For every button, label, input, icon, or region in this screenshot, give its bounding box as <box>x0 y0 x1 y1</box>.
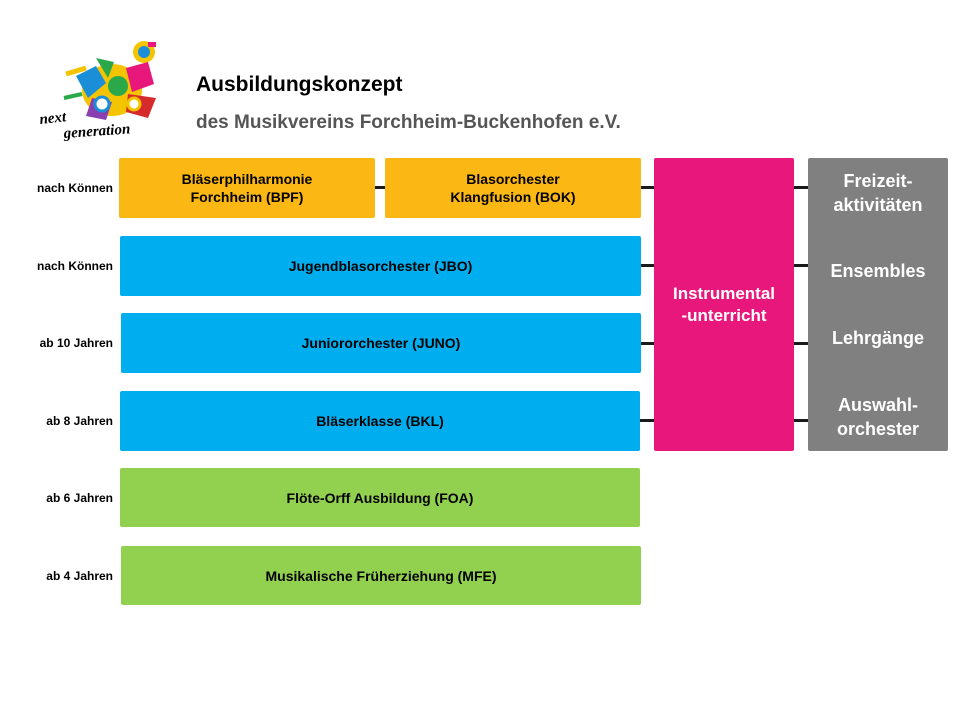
age-label: ab 8 Jahren <box>46 414 113 428</box>
activity-auswahlorchester: Auswahl- orchester <box>808 393 948 441</box>
activity-line: aktivitäten <box>833 195 923 215</box>
box-bok-line2: Klangfusion (BOK) <box>450 189 576 205</box>
connector-line <box>640 419 655 422</box>
logo-text-generation: generation <box>62 121 131 142</box>
box-bpf: Bläserphilharmonie Forchheim (BPF) <box>119 158 375 218</box>
box-bok: Blasorchester Klangfusion (BOK) <box>385 158 641 218</box>
box-mfe: Musikalische Früherziehung (MFE) <box>121 546 641 605</box>
box-bkl-label: Bläserklasse (BKL) <box>316 413 444 429</box>
box-juno-label: Juniororchester (JUNO) <box>301 335 461 351</box>
box-jbo: Jugendblasorchester (JBO) <box>120 236 641 296</box>
box-foa: Flöte-Orff Ausbildung (FOA) <box>120 468 640 527</box>
connector-line <box>640 342 655 345</box>
box-bpf-line1: Bläserphilharmonie <box>181 171 313 187</box>
page-subtitle: des Musikvereins Forchheim-Buckenhofen e… <box>196 112 621 133</box>
box-bpf-line2: Forchheim (BPF) <box>190 189 304 205</box>
age-label: ab 6 Jahren <box>46 491 113 505</box>
instrumental-line2: -unterricht <box>681 305 767 325</box>
activity-line: Freizeit- <box>843 171 913 191</box>
box-mfe-label: Musikalische Früherziehung (MFE) <box>265 567 497 584</box>
age-label: ab 4 Jahren <box>46 569 113 583</box>
connector-line <box>793 419 809 422</box>
logo-text-next: next <box>39 109 68 128</box>
age-label: nach Können <box>36 259 113 273</box>
activity-line: Ensembles <box>830 261 926 281</box>
activity-line: orchester <box>836 419 920 439</box>
box-bok-line1: Blasorchester <box>466 171 560 187</box>
connector-line <box>793 186 809 189</box>
box-jbo-label: Jugendblasorchester (JBO) <box>288 258 473 274</box>
connector-line <box>640 264 655 267</box>
activity-line: Auswahl- <box>837 395 918 415</box>
activity-freizeitaktivitaeten: Freizeit- aktivitäten <box>808 169 948 217</box>
connector-line <box>375 186 385 189</box>
connector-line <box>640 186 655 189</box>
connector-line <box>793 264 809 267</box>
box-bkl: Bläserklasse (BKL) <box>120 391 640 451</box>
activity-ensembles: Ensembles <box>808 259 948 283</box>
box-instrumentalunterricht: Instrumental -unterricht <box>654 158 794 451</box>
activities-column <box>808 158 948 451</box>
age-label: ab 10 Jahren <box>39 336 113 350</box>
age-label: nach Können <box>36 181 113 195</box>
logo-graphic <box>63 41 156 120</box>
activity-lehrgaenge: Lehrgänge <box>808 326 948 350</box>
next-generation-logo: next generation <box>39 41 156 142</box>
box-juno: Juniororchester (JUNO) <box>121 313 641 373</box>
activity-line: Lehrgänge <box>831 328 924 348</box>
page-title: Ausbildungskonzept <box>196 73 403 96</box>
instrumental-line1: Instrumental <box>672 283 776 303</box>
box-foa-label: Flöte-Orff Ausbildung (FOA) <box>286 489 474 506</box>
connector-line <box>793 342 809 345</box>
